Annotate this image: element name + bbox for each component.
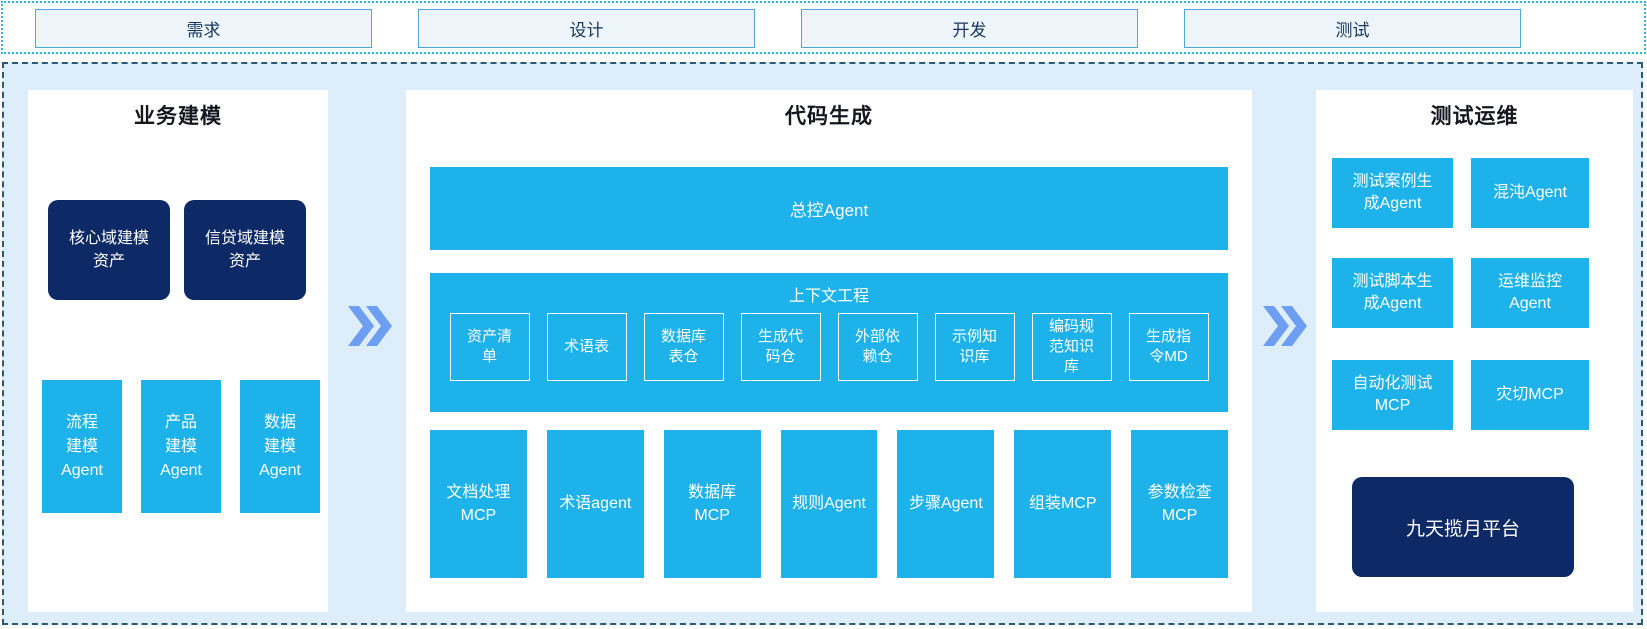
disaster-switch-mcp-box: 灾切MCP [1471,360,1589,430]
auto-test-mcp-box: 自动化测试 MCP [1332,360,1453,430]
phase-box-development: 开发 [801,9,1138,48]
code-generation-title: 代码生成 [785,105,873,128]
rule-agent-box: 规则Agent [780,430,878,578]
context-engineering-title: 上下文工程 [788,288,869,305]
panel-business-modeling: 业务建模 核心域建模 资产 信贷域建模 资产 流程 建模 Agent 产品 建模… [28,90,328,612]
test-ops-title: 测试运维 [1430,105,1519,128]
phase-bar: 需求 设计 开发 测试 [1,1,1646,54]
data-modeling-agent-box: 数据 建模 Agent [240,380,320,513]
product-modeling-agent-box: 产品 建模 Agent [141,380,221,513]
database-mcp-box: 数据库 MCP [663,430,761,578]
panel-code-generation: 代码生成 总控Agent 上下文工程 资产清 单 术语表 数据库 表仓 生成代 … [406,90,1252,612]
step-agent-box: 步骤Agent [897,430,995,578]
param-check-mcp-box: 参数检查 MCP [1131,430,1229,578]
process-modeling-agent-box: 流程 建模 Agent [42,380,122,513]
generation-instruction-md-box: 生成指 令MD [1128,313,1209,381]
worker-agents-row: 文档处理 MCP 术语agent 数据库 MCP 规则Agent 步骤Agent… [430,430,1229,578]
example-knowledge-base-box: 示例知 识库 [934,313,1015,381]
jiutian-platform-box: 九天揽月平台 [1352,477,1574,577]
context-engineering-band: 上下文工程 资产清 单 术语表 数据库 表仓 生成代 码仓 外部依 赖仓 示例知… [430,273,1228,412]
business-modeling-title: 业务建模 [134,105,222,128]
test-case-gen-agent-box: 测试案例生 成Agent [1332,158,1453,228]
double-chevron-right-icon [347,305,393,347]
context-items-row: 资产清 单 术语表 数据库 表仓 生成代 码仓 外部依 赖仓 示例知 识库 编码… [430,313,1228,381]
test-script-gen-agent-box: 测试脚本生 成Agent [1332,258,1453,328]
pipeline-container: 业务建模 核心域建模 资产 信贷域建模 资产 流程 建模 Agent 产品 建模… [2,62,1643,625]
phase-box-requirements: 需求 [35,9,372,48]
phase-box-design: 设计 [418,9,755,48]
credit-domain-assets-box: 信贷域建模 资产 [184,200,306,300]
double-chevron-right-icon [1262,305,1308,347]
glossary-box: 术语表 [546,313,627,381]
master-agent-bar: 总控Agent [430,167,1228,250]
chaos-agent-box: 混沌Agent [1471,158,1589,228]
db-table-repo-box: 数据库 表仓 [643,313,724,381]
ops-monitor-agent-box: 运维监控 Agent [1471,258,1589,328]
terminology-agent-box: 术语agent [546,430,644,578]
asset-list-box: 资产清 单 [449,313,530,381]
generated-code-repo-box: 生成代 码仓 [740,313,821,381]
external-dependency-repo-box: 外部依 赖仓 [837,313,918,381]
assembly-mcp-box: 组装MCP [1014,430,1112,578]
core-domain-assets-box: 核心域建模 资产 [48,200,170,300]
coding-standard-knowledge-base-box: 编码规 范知识 库 [1031,313,1112,381]
doc-processing-mcp-box: 文档处理 MCP [430,430,527,578]
phase-box-testing: 测试 [1184,9,1521,48]
panel-test-ops: 测试运维 测试案例生 成Agent 混沌Agent 测试脚本生 成Agent 运… [1316,90,1633,612]
